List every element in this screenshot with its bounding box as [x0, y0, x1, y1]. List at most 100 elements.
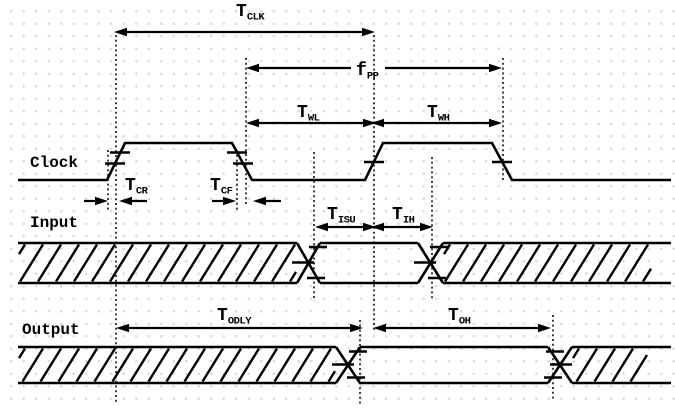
tisu-main: T — [327, 205, 338, 225]
signal-label-output: Output — [22, 321, 80, 339]
hatch-stroke — [593, 347, 617, 383]
dim-toh: TOH — [373, 306, 551, 333]
hatch-stroke — [575, 347, 599, 383]
hatch-stroke — [570, 243, 596, 283]
hatch-stroke — [111, 347, 135, 383]
label-twl: TWL — [297, 103, 320, 125]
label-tclk: TCLK — [236, 2, 265, 24]
input-hatch-right — [442, 243, 653, 283]
clock-signal: Clock — [18, 141, 671, 182]
dim-tcr: TCR — [84, 176, 149, 206]
hatch-stroke — [73, 243, 99, 283]
tcr-arrowhead-left — [95, 196, 108, 206]
signal-label-clock: Clock — [30, 154, 78, 172]
hatch-stroke — [273, 347, 297, 383]
tclk-arrowhead-left — [114, 27, 127, 37]
hatch-stroke — [642, 268, 653, 283]
fpp-arrowhead-left — [246, 63, 259, 73]
hatch-stroke — [480, 243, 506, 283]
hatch-stroke — [552, 243, 578, 283]
label-tcr: TCR — [125, 176, 149, 198]
label-toh: TOH — [448, 306, 471, 328]
tcf-main: T — [210, 176, 221, 196]
hatch-stroke — [17, 347, 27, 359]
hatch-stroke — [39, 347, 63, 383]
output-signal: Output — [17, 321, 671, 385]
hatch-stroke — [219, 347, 243, 383]
hatch-stroke — [629, 354, 649, 383]
tisu-sub: ISU — [338, 215, 356, 227]
twl-arrowhead-right — [363, 118, 376, 128]
todly-arrowhead-right — [350, 323, 363, 333]
dim-twh: TWH — [371, 103, 502, 128]
label-fpp: fPP — [356, 61, 379, 83]
hatch-stroke — [75, 347, 99, 383]
signal-label-input: Input — [30, 214, 78, 232]
output-hatch-left — [17, 347, 337, 383]
hatch-stroke — [611, 347, 635, 383]
hatch-stroke — [21, 347, 45, 383]
hatch-stroke — [327, 370, 337, 383]
hatch-stroke — [55, 243, 81, 283]
hatch-stroke — [19, 243, 45, 283]
hatch-stroke — [57, 347, 81, 383]
label-todly: TODLY — [217, 306, 252, 328]
label-tcf: TCF — [210, 176, 233, 198]
hatch-stroke — [235, 243, 261, 283]
tcr-main: T — [125, 176, 136, 196]
hatch-stroke — [606, 243, 632, 283]
hatch-stroke — [93, 347, 117, 383]
dim-tih: TIH — [371, 205, 433, 232]
hatch-stroke — [217, 243, 243, 283]
tih-arrowhead-left — [371, 222, 384, 232]
dim-tisu: TISU — [315, 205, 376, 232]
tcf-sub: CF — [221, 186, 233, 198]
input-hatch-left — [17, 243, 298, 283]
hatch-stroke — [255, 347, 279, 383]
hatch-stroke — [127, 243, 153, 283]
hatch-stroke — [624, 243, 650, 283]
dim-tcf: TCF — [210, 176, 281, 206]
twh-main: T — [427, 103, 438, 123]
hatch-stroke — [109, 243, 135, 283]
toh-sub: OH — [459, 316, 471, 328]
tclk-arrowhead-right — [362, 27, 375, 37]
hatch-stroke — [129, 347, 153, 383]
hatch-stroke — [183, 347, 207, 383]
hatch-stroke — [289, 271, 298, 283]
hatch-stroke — [91, 243, 117, 283]
hatch-stroke — [291, 347, 315, 383]
hatch-stroke — [271, 243, 297, 283]
hatch-stroke — [253, 243, 279, 283]
label-tih: TIH — [392, 205, 415, 227]
twl-main: T — [297, 103, 308, 123]
hatch-stroke — [571, 347, 581, 359]
toh-main: T — [448, 306, 459, 326]
hatch-stroke — [498, 243, 524, 283]
hatch-stroke — [588, 243, 614, 283]
hatch-stroke — [147, 347, 171, 383]
hatch-stroke — [199, 243, 225, 283]
hatch-stroke — [309, 347, 333, 383]
tih-sub: IH — [403, 215, 415, 227]
tcr-sub: CR — [136, 186, 149, 198]
hatch-stroke — [17, 243, 27, 255]
hatch-stroke — [145, 243, 171, 283]
todly-main: T — [217, 306, 228, 326]
tisu-arrowhead-right — [363, 222, 376, 232]
toh-arrowhead-left — [373, 323, 386, 333]
hatch-stroke — [516, 243, 542, 283]
fpp-arrowhead-right — [489, 63, 502, 73]
label-twh: TWH — [427, 103, 450, 125]
output-hatch-right — [571, 347, 649, 383]
hatch-stroke — [181, 243, 207, 283]
dim-tclk: TCLK — [114, 2, 375, 37]
todly-sub: ODLY — [228, 316, 252, 328]
todly-arrowhead-left — [116, 323, 129, 333]
twh-sub: WH — [438, 113, 450, 125]
toh-arrowhead-right — [538, 323, 551, 333]
dim-twl: TWL — [246, 103, 376, 128]
tcf-arrowhead-left — [223, 196, 236, 206]
hatch-stroke — [163, 243, 189, 283]
